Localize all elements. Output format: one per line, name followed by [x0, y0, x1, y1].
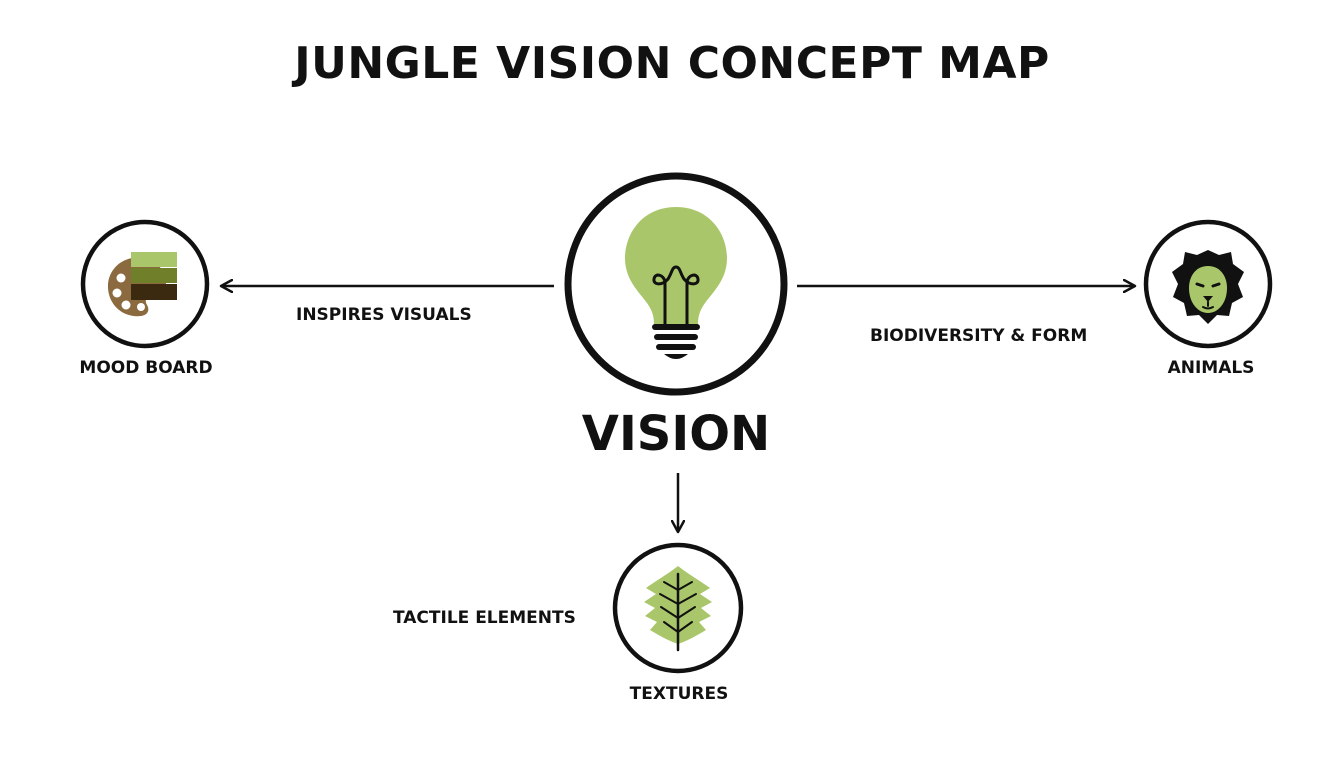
vision-label: VISION	[581, 406, 771, 462]
textures-label: TEXTURES	[629, 684, 729, 704]
lightbulb-icon	[625, 207, 727, 359]
edge-label-inspires-visuals: INSPIRES VISUALS	[296, 305, 472, 325]
animals-node	[1143, 219, 1273, 349]
animals-label: ANIMALS	[1167, 358, 1255, 378]
textures-node	[612, 542, 744, 674]
mood-board-node	[80, 219, 210, 349]
lion-icon	[1172, 250, 1244, 324]
palette-icon	[107, 252, 177, 317]
leaf-icon	[644, 566, 712, 652]
edge-label-biodiversity-form: BIODIVERSITY & FORM	[870, 326, 1088, 346]
page-title: JUNGLE VISION CONCEPT MAP	[294, 38, 1050, 89]
vision-node	[564, 172, 788, 396]
edge-label-tactile-elements: TACTILE ELEMENTS	[393, 608, 576, 628]
mood-board-label: MOOD BOARD	[79, 358, 213, 378]
